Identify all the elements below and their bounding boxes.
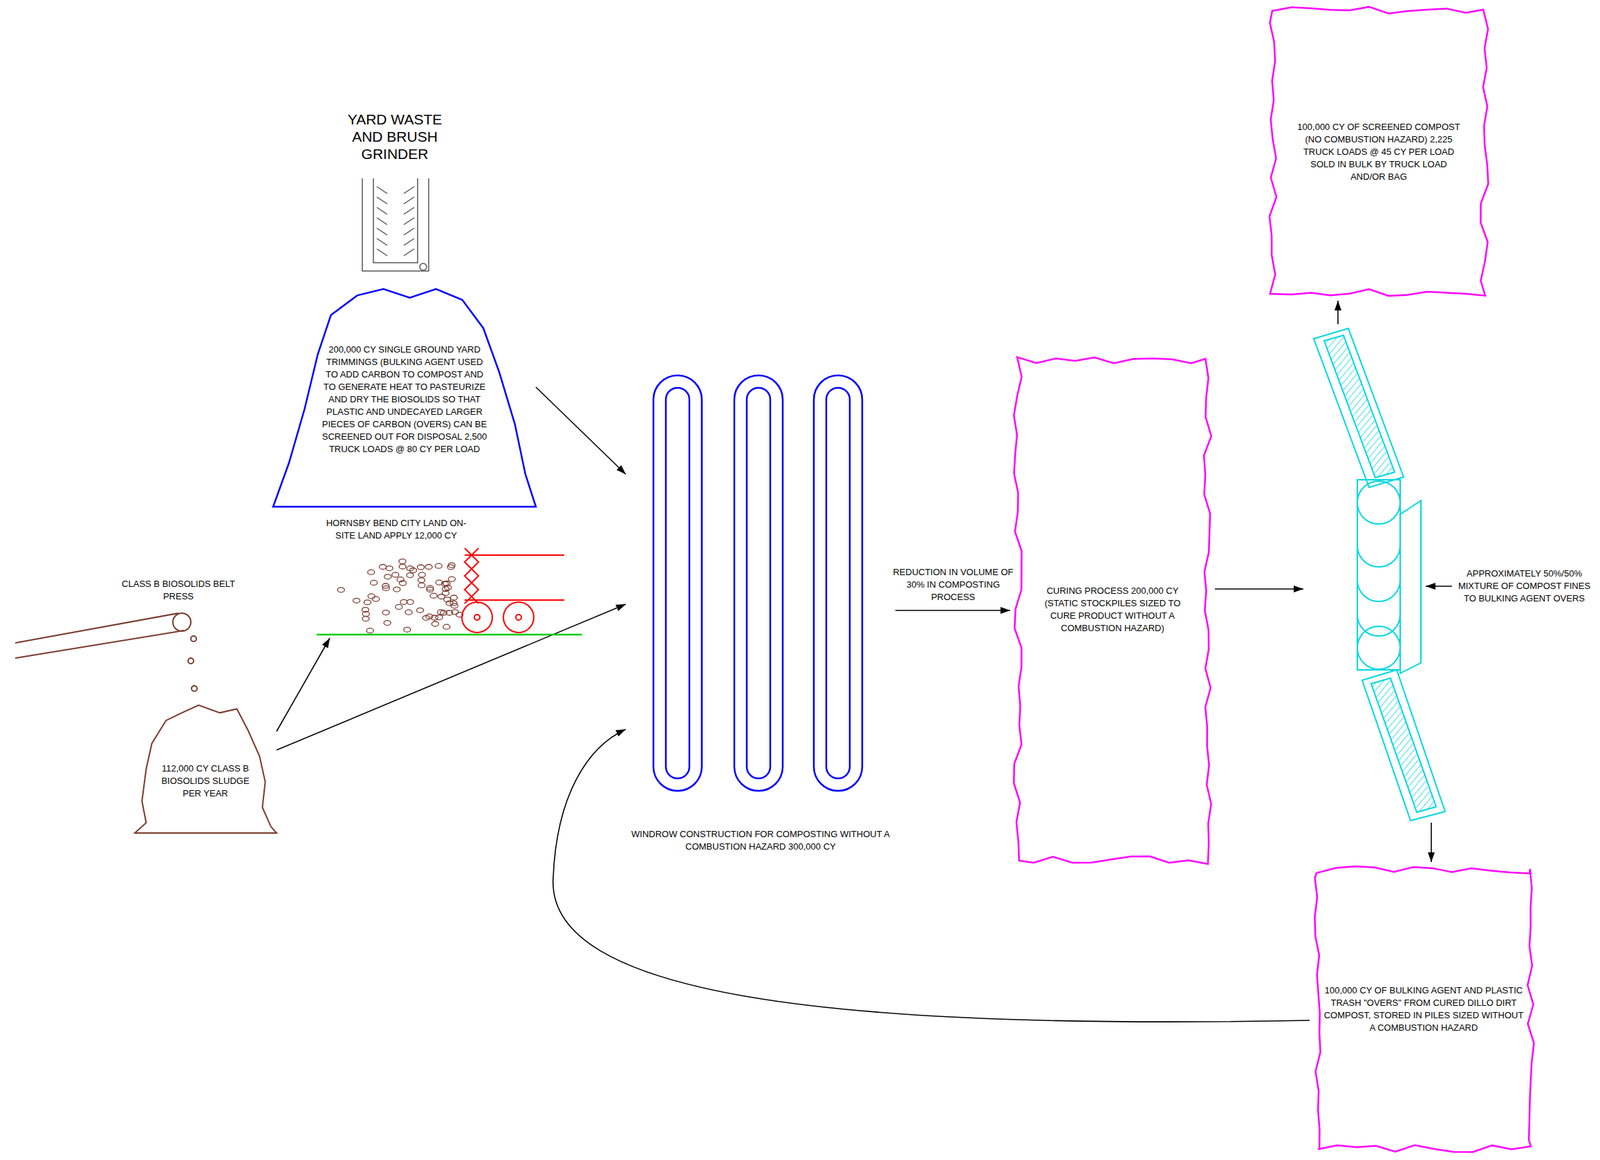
screener-symbol xyxy=(1313,328,1446,821)
node-text: APPROXIMATELY 50%/50% MIXTURE OF COMPOST… xyxy=(1456,567,1592,606)
flow-arrow xyxy=(1214,588,1304,590)
node-text: CURING PROCESS 200,000 CY (STATIC STOCKP… xyxy=(1033,584,1193,635)
pile-outline xyxy=(273,289,536,507)
node-text: 100,000 CY OF SCREENED COMPOST (NO COMBU… xyxy=(1292,121,1466,184)
spreader-illustration xyxy=(316,548,583,635)
flow-arrow xyxy=(535,387,626,475)
part-label: CLASS B BIOSOLIDS BELT PRESS xyxy=(116,578,241,603)
flow-arrow xyxy=(1430,822,1432,863)
node-outline xyxy=(1303,324,1453,823)
process-pile: APPROXIMATELY 50%/50% MIXTURE OF COMPOST… xyxy=(1303,324,1453,823)
process-pile: 112,000 CY CLASS B BIOSOLIDS SLUDGE PER … xyxy=(134,705,277,834)
node-text: WINDROW CONSTRUCTION FOR COMPOSTING WITH… xyxy=(625,828,896,854)
node-outline xyxy=(1309,862,1538,1157)
process-pile: 100,000 CY OF BULKING AGENT AND PLASTIC … xyxy=(1309,862,1538,1157)
process-pile: HORNSBY BEND CITY LAND ON-SITE LAND APPL… xyxy=(316,517,583,639)
pile-outline xyxy=(134,705,277,834)
flow-arrow xyxy=(895,609,1011,612)
flow-arrow xyxy=(1337,300,1339,325)
flow-arrow xyxy=(553,729,1310,1022)
node-text: 200,000 CY SINGLE GROUND YARD TRIMMINGS … xyxy=(321,343,488,456)
process-pile: CURING PROCESS 200,000 CY (STATIC STOCKP… xyxy=(1010,351,1215,868)
node-text: 112,000 CY CLASS B BIOSOLIDS SLUDGE PER … xyxy=(153,762,258,800)
edge-label: REDUCTION IN VOLUME OF 30% IN COMPOSTING… xyxy=(891,566,1016,604)
flow-arrow xyxy=(276,638,330,732)
node-text: 100,000 CY OF BULKING AGENT AND PLASTIC … xyxy=(1323,984,1524,1035)
process-pile: WINDROW CONSTRUCTION FOR COMPOSTING WITH… xyxy=(625,375,896,860)
node-outline xyxy=(625,375,896,860)
flow-arrow xyxy=(276,604,626,751)
process-pile: 100,000 CY OF SCREENED COMPOST (NO COMBU… xyxy=(1265,2,1493,301)
pile-outline xyxy=(1269,6,1488,296)
leader-arrow xyxy=(1425,586,1453,588)
node-outline xyxy=(1010,351,1215,868)
node-text: HORNSBY BEND CITY LAND ON-SITE LAND APPL… xyxy=(316,517,476,543)
pile-outline xyxy=(1315,866,1535,1152)
grinder-symbol xyxy=(362,178,429,272)
belt-press-symbol xyxy=(15,613,198,692)
pile-outline xyxy=(1013,357,1212,865)
windrow-outline xyxy=(653,375,863,792)
part-label: YARD WASTE AND BRUSH GRINDER xyxy=(339,110,451,163)
process-pile: 200,000 CY SINGLE GROUND YARD TRIMMINGS … xyxy=(273,289,536,507)
